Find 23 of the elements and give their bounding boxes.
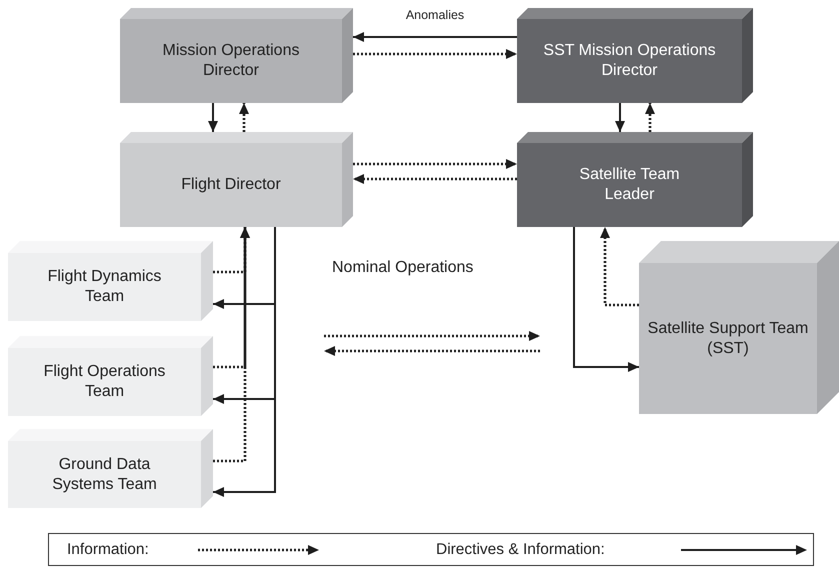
dotted-arrow — [645, 103, 655, 132]
box-label: Satellite Support Team (SST) — [646, 318, 810, 358]
box-label: Satellite Team Leader — [578, 165, 681, 205]
box-label: Flight Dynamics Team — [46, 267, 162, 307]
arrow — [615, 103, 625, 132]
arrow — [353, 32, 517, 42]
dotted-arrow — [353, 159, 517, 169]
box-label: Flight Director — [180, 175, 282, 195]
arrow — [213, 227, 276, 497]
dotted-arrow — [600, 227, 639, 306]
dotted-arrow — [213, 227, 250, 462]
box-label: Flight Operations Team — [42, 362, 166, 402]
dotted-arrow — [353, 174, 517, 184]
box-label: Mission Operations Director — [162, 41, 300, 81]
arrow — [208, 103, 218, 132]
legend-label: Directives & Information: — [436, 541, 605, 559]
dotted-arrow — [353, 49, 517, 59]
box-label: SST Mission Operations Director — [542, 41, 717, 81]
box-label: Ground Data Systems Team — [51, 454, 158, 494]
dotted-arrow — [239, 103, 249, 132]
annotation-text: Nominal Operations — [332, 259, 474, 277]
arrow — [573, 227, 639, 372]
legend-label: Information: — [67, 541, 149, 559]
